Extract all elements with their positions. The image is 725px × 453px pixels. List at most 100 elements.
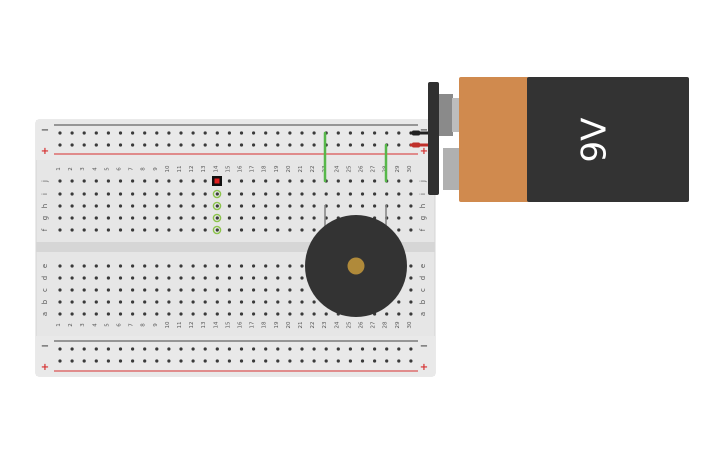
breadboard-hole[interactable] (167, 228, 171, 232)
rail-hole[interactable] (203, 131, 207, 135)
breadboard-hole[interactable] (94, 288, 98, 292)
rail-hole[interactable] (179, 143, 183, 147)
rail-hole[interactable] (360, 131, 365, 135)
breadboard-hole[interactable] (409, 216, 413, 220)
breadboard-hole[interactable] (94, 216, 98, 220)
breadboard-hole[interactable] (324, 192, 328, 196)
breadboard-hole[interactable] (215, 312, 219, 316)
breadboard-hole[interactable] (106, 264, 110, 268)
rail-hole[interactable] (191, 359, 195, 363)
rail-hole[interactable] (264, 347, 268, 351)
breadboard-hole[interactable] (336, 204, 340, 208)
breadboard-hole[interactable] (409, 312, 413, 316)
breadboard-hole[interactable] (131, 179, 135, 183)
breadboard-hole[interactable] (215, 264, 219, 268)
breadboard-hole[interactable] (397, 179, 401, 183)
rail-hole[interactable] (239, 359, 244, 363)
breadboard-hole[interactable] (155, 300, 159, 304)
rail-hole[interactable] (300, 131, 304, 135)
breadboard-hole[interactable] (239, 179, 244, 183)
rail-hole[interactable] (288, 131, 292, 135)
rail-hole[interactable] (264, 359, 268, 363)
breadboard-hole[interactable] (312, 312, 316, 316)
breadboard-hole[interactable] (409, 276, 413, 280)
breadboard-hole[interactable] (288, 228, 292, 232)
rail-hole[interactable] (131, 131, 135, 135)
rail-hole[interactable] (239, 131, 244, 135)
rail-hole[interactable] (385, 347, 389, 351)
rail-hole[interactable] (143, 131, 147, 135)
rail-hole[interactable] (239, 347, 244, 351)
breadboard-hole[interactable] (70, 288, 74, 292)
rail-hole[interactable] (82, 131, 86, 135)
breadboard-hole[interactable] (191, 228, 195, 232)
rail-hole[interactable] (191, 347, 195, 351)
breadboard-hole[interactable] (409, 264, 413, 268)
breadboard-hole[interactable] (82, 288, 86, 292)
breadboard-hole[interactable] (288, 312, 292, 316)
breadboard-hole[interactable] (288, 179, 292, 183)
breadboard-hole[interactable] (203, 216, 207, 220)
rail-hole[interactable] (276, 143, 280, 147)
rail-hole[interactable] (348, 359, 352, 363)
breadboard-hole[interactable] (179, 264, 183, 268)
breadboard-hole[interactable] (385, 192, 389, 196)
breadboard-hole[interactable] (167, 216, 171, 220)
breadboard-hole[interactable] (70, 192, 74, 196)
breadboard-hole[interactable] (276, 228, 280, 232)
rail-hole[interactable] (409, 347, 413, 351)
breadboard-hole[interactable] (373, 204, 377, 208)
breadboard-hole[interactable] (348, 204, 352, 208)
breadboard-hole[interactable] (82, 300, 86, 304)
rail-hole[interactable] (58, 131, 62, 135)
rail-hole[interactable] (70, 131, 74, 135)
breadboard-hole[interactable] (252, 192, 256, 196)
rail-hole[interactable] (409, 359, 413, 363)
breadboard-hole[interactable] (70, 179, 74, 183)
breadboard-hole[interactable] (397, 228, 401, 232)
breadboard-hole[interactable] (58, 179, 62, 183)
rail-hole[interactable] (167, 143, 171, 147)
breadboard-hole[interactable] (239, 312, 244, 316)
breadboard-hole[interactable] (300, 300, 304, 304)
rail-hole[interactable] (348, 131, 352, 135)
breadboard-hole[interactable] (397, 300, 401, 304)
breadboard-hole[interactable] (167, 179, 171, 183)
breadboard-hole[interactable] (143, 276, 147, 280)
rail-hole[interactable] (191, 131, 195, 135)
breadboard-hole[interactable] (252, 276, 256, 280)
breadboard-hole[interactable] (58, 276, 62, 280)
breadboard-hole[interactable] (264, 312, 268, 316)
breadboard-hole[interactable] (191, 312, 195, 316)
breadboard-hole[interactable] (179, 192, 183, 196)
breadboard-hole[interactable] (239, 228, 244, 232)
breadboard-hole[interactable] (143, 312, 147, 316)
breadboard-hole[interactable] (215, 276, 219, 280)
breadboard-hole[interactable] (131, 204, 135, 208)
rail-hole[interactable] (82, 359, 86, 363)
rail-hole[interactable] (252, 143, 256, 147)
breadboard-hole[interactable] (106, 192, 110, 196)
breadboard-hole[interactable] (252, 204, 256, 208)
breadboard-hole[interactable] (252, 288, 256, 292)
breadboard-hole[interactable] (288, 264, 292, 268)
breadboard-hole[interactable] (106, 228, 110, 232)
rail-hole[interactable] (360, 143, 365, 147)
rail-hole[interactable] (373, 131, 377, 135)
breadboard-hole[interactable] (70, 264, 74, 268)
breadboard-hole[interactable] (203, 276, 207, 280)
rail-hole[interactable] (373, 143, 377, 147)
rail-hole[interactable] (179, 347, 183, 351)
breadboard-hole[interactable] (155, 264, 159, 268)
breadboard-hole[interactable] (227, 204, 231, 208)
rail-hole[interactable] (264, 131, 268, 135)
rail-hole[interactable] (227, 359, 231, 363)
breadboard-hole[interactable] (288, 192, 292, 196)
breadboard-hole[interactable] (252, 300, 256, 304)
breadboard-hole[interactable] (312, 179, 316, 183)
breadboard-hole[interactable] (288, 300, 292, 304)
breadboard-hole[interactable] (118, 288, 123, 292)
breadboard-hole[interactable] (312, 228, 316, 232)
breadboard-hole[interactable] (239, 192, 244, 196)
rail-hole[interactable] (276, 359, 280, 363)
